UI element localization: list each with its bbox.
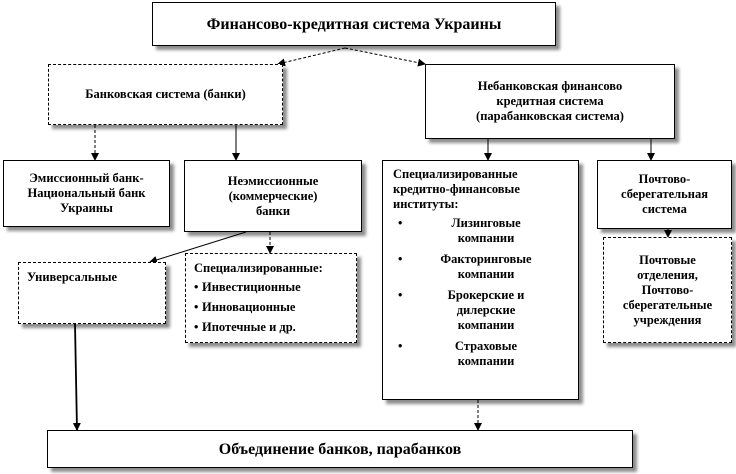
institutes-header-2: кредитно-финансовые [393,182,520,196]
nonemission-line-1: Неэмиссионные [227,173,319,188]
arrow-nonemission-to-universal [149,231,247,264]
specialized-item-mortgage: Ипотечные и др. [194,320,352,335]
institutes-list: Лизинговые компании Факторинговые компан… [398,216,534,369]
brokerage-line-3: компании [457,318,515,332]
nonbanking-line-2: кредитная система [496,94,604,108]
insurance-line-1: Страховые [454,339,518,353]
institute-item-leasing: Лизинговые компании [398,216,534,246]
brokerage-line-1: Брокерские и [447,288,525,302]
nonemission-banks-box: Неэмиссионные (коммерческие) банки [184,160,362,232]
emission-line-2: Национальный банк [27,186,146,200]
postal-offices-line-4: сберегательные [622,297,713,312]
banking-system-box: Банковская система (банки) [48,64,283,125]
specialized-item-investment: Инвестиционные [194,280,352,295]
specialized-banks-list: Инвестиционные Инновационные Ипотечные и… [194,280,352,335]
universal-banks-box: Универсальные [18,262,166,324]
union-label: Объединение банков, парабанков [218,440,462,458]
institute-item-brokerage: Брокерские и дилерские компании [398,288,534,333]
postal-offices-box: Почтовые отделения, Почтово- сберегатель… [603,237,732,343]
postal-offices-line-1: Почтовые [639,252,696,267]
postal-offices-line-3: Почтово- [641,282,694,297]
nonbanking-line-1: Небанковская финансово [477,79,623,93]
postal-offices-line-5: учреждения [633,312,702,327]
institutes-header-1: Специализированные [393,167,518,181]
brokerage-line-2: дилерские [456,303,516,317]
leasing-line-1: Лизинговые [451,216,521,230]
root-box: Финансово-кредитная система Украины [152,2,556,46]
nonbanking-system-box: Небанковская финансово кредитная система… [425,64,675,139]
arrow-root-to-nonbanking [344,47,426,67]
emission-line-1: Эмиссионный банк- [29,171,144,185]
specialized-item-innovation: Инновационные [194,300,352,315]
nonbanking-line-3: (парабанковская система) [476,109,624,123]
arrow-universal-to-union [72,323,81,431]
emission-line-3: Украины [60,201,113,215]
emission-bank-box: Эмиссионный банк- Национальный банк Укра… [3,160,170,227]
specialized-banks-header: Специализированные: [194,261,323,275]
nonemission-line-2: (коммерческие) [228,188,318,203]
postal-system-line-3: система [642,202,687,216]
arrow-root-to-banking [277,47,346,67]
banking-system-label: Банковская система (банки) [85,87,246,101]
factoring-line-2: компании [457,267,515,281]
factoring-line-1: Факторинговые [440,252,532,266]
institute-item-factoring: Факторинговые компании [398,252,534,282]
specialized-institutes-box: Специализированные кредитно-финансовые и… [382,160,579,400]
nonemission-line-3: банки [255,203,291,218]
universal-label: Универсальные [27,270,117,284]
institute-item-insurance: Страховые компании [398,339,534,369]
institutes-header-3: институты: [393,197,459,211]
root-label: Финансово-кредитная система Украины [206,15,502,33]
specialized-banks-box: Специализированные: Инвестиционные Иннов… [185,253,357,343]
leasing-line-2: компании [457,231,515,245]
postal-offices-line-2: отделения, [637,267,698,282]
postal-system-line-2: сберегательная [621,187,708,201]
postal-system-line-1: Почтово- [638,172,691,186]
union-box: Объединение банков, парабанков [47,430,633,468]
insurance-line-2: компании [457,354,515,368]
postal-savings-system-box: Почтово- сберегательная система [597,160,732,229]
